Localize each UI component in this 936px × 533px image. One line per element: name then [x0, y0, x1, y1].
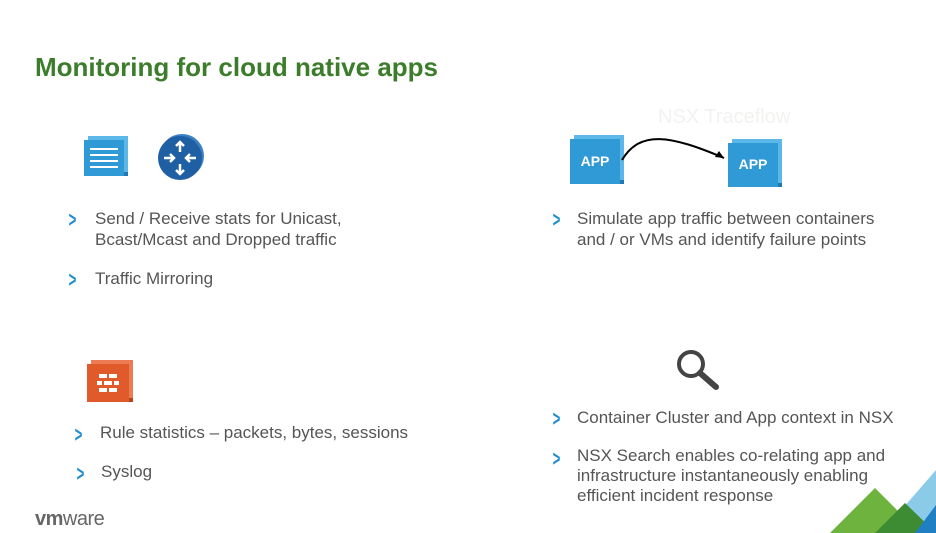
router-icon: [158, 136, 202, 180]
bullet-text: Syslog: [101, 462, 153, 481]
traceflow-label: NSX Traceflow: [658, 106, 791, 128]
corner-triangles-decoration: [830, 470, 936, 533]
app-left-icon: APP: [570, 139, 620, 184]
bullet-text: Rule statistics – packets, bytes, sessio…: [100, 423, 409, 442]
slide-title: Monitoring for cloud native apps: [35, 52, 438, 82]
firewall-icon: [87, 364, 129, 402]
chevron-icon: >: [68, 267, 77, 292]
vmware-logo: vmware: [35, 508, 105, 530]
chevron-icon: >: [552, 406, 561, 431]
chevron-icon: >: [552, 207, 561, 232]
bullet-text: NSX Search enables co-relating app and i…: [577, 446, 886, 505]
traceflow-arrow: [621, 138, 725, 161]
bullet-text: Simulate app traffic between containers …: [577, 209, 875, 249]
bullet-text: Container Cluster and App context in NSX: [577, 408, 894, 427]
switch-icon: [84, 140, 124, 176]
chevron-icon: >: [74, 422, 83, 447]
chevron-icon: >: [76, 461, 85, 486]
bullet-text: Traffic Mirroring: [95, 269, 214, 288]
chevron-icon: >: [68, 207, 77, 232]
app-right-icon: APP: [728, 143, 778, 187]
bullet-text: Send / Receive stats for Unicast, Bcast/…: [95, 209, 342, 249]
search-icon: [677, 350, 719, 390]
chevron-icon: >: [552, 446, 561, 471]
